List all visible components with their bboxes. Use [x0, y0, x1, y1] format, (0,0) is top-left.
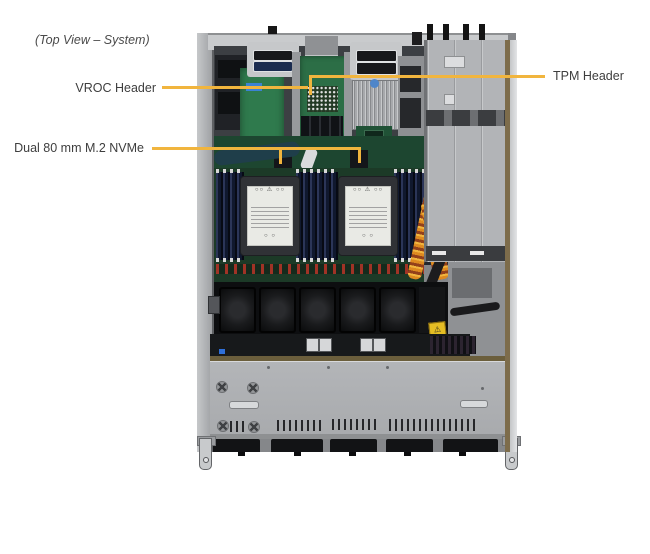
bay-tab: [238, 452, 245, 456]
cpu-cover-text: [251, 207, 289, 229]
dimm-slots: [296, 172, 338, 260]
dimm-latches: [296, 258, 338, 262]
cpu2-cover: ○○ ⚠ ○○ ○ ○: [345, 186, 391, 246]
rear-latch-block: [412, 32, 422, 45]
tpm-callout-line-vertical: [309, 75, 312, 95]
cpu1-socket: ○○ ⚠ ○○ ○ ○: [240, 176, 300, 256]
m2-callout-line: [152, 147, 361, 150]
ear-screw-hole: [509, 457, 515, 463]
rear-black-block: [268, 26, 277, 34]
cpu-cover-marks: ○○ ⚠ ○○: [254, 187, 286, 193]
bay-tab: [459, 452, 466, 456]
bracket-post: [344, 52, 352, 136]
blue-label: [219, 349, 225, 354]
front-edge-strip: [210, 434, 505, 439]
rear-port: [253, 61, 293, 72]
drive-bay: [386, 439, 433, 452]
dimm-latches: [296, 169, 338, 173]
cpu2-socket: ○○ ⚠ ○○ ○ ○: [338, 176, 398, 256]
panel-screw: [248, 421, 260, 433]
vroc-header-pins: [307, 86, 338, 112]
vroc-callout-line: [162, 86, 308, 89]
cpu1-cover: ○○ ⚠ ○○ ○ ○: [247, 186, 293, 246]
dimm-latches: [216, 258, 244, 262]
drive-bay: [271, 439, 323, 452]
cable-cluster: [430, 336, 476, 354]
vent-grille: [230, 421, 246, 432]
panel-screw: [216, 381, 228, 393]
tpm-header-label: TPM Header: [553, 69, 624, 83]
vent-grille: [389, 419, 479, 431]
dimm-slots: [216, 172, 244, 260]
panel-dot: [267, 366, 270, 369]
bracket-post: [292, 52, 301, 136]
cpu-cover-marks: ○○ ⚠ ○○: [352, 187, 384, 193]
rack-ear-left: [199, 438, 212, 470]
bay-tab: [349, 452, 356, 456]
psu-latch-row: [426, 246, 505, 261]
psu-bay: [424, 40, 508, 262]
rear-port: [253, 50, 293, 61]
psu-latch-label: [432, 251, 446, 255]
chassis-right-wall-outer: [510, 40, 517, 452]
psu-label: [444, 56, 465, 68]
rear-io-slot: [218, 92, 246, 114]
backplane-edge: [210, 356, 505, 361]
backplane-connector: [319, 338, 332, 352]
figure-caption: (Top View – System): [35, 33, 150, 47]
m2-nvme-label: Dual 80 mm M.2 NVMe: [14, 141, 144, 155]
vrm-component-row: [216, 264, 424, 274]
cpu-cover-marks: ○ ○: [264, 233, 276, 239]
rear-port: [356, 62, 397, 75]
psu-label: [444, 94, 455, 105]
fan-module: [339, 287, 376, 333]
bay-tab: [294, 452, 301, 456]
rear-right-cutout: [400, 66, 421, 92]
vent-grille: [277, 420, 323, 431]
bay-tab: [404, 452, 411, 456]
dimm-latches: [394, 169, 424, 173]
rear-io-slot: [218, 60, 246, 78]
side-latch: [208, 296, 220, 314]
dimm-latches: [216, 169, 244, 173]
ear-screw-hole: [203, 457, 209, 463]
backplane-connector: [306, 338, 319, 352]
psu-latch-label: [470, 251, 484, 255]
drive-bay: [330, 439, 377, 452]
panel-slot: [460, 400, 488, 408]
chassis-left-wall: [197, 33, 214, 452]
rear-port: [356, 50, 397, 62]
panel-dot: [386, 366, 389, 369]
vent-grille: [332, 419, 378, 430]
fan-module: [219, 287, 256, 333]
cpu-cover-text: [349, 207, 387, 229]
dimm-latches: [394, 258, 424, 262]
fan-module: [379, 287, 416, 333]
backplane-connector: [360, 338, 373, 352]
tpm-callout-line: [309, 75, 545, 78]
panel-dot: [327, 366, 330, 369]
panel-screw: [217, 420, 229, 432]
panel-dot: [481, 387, 484, 390]
m2-callout-line-vertical-1: [279, 147, 282, 164]
right-bay-recess: [452, 268, 492, 298]
chassis-right-wall: [505, 40, 510, 452]
m2-callout-line-vertical-2: [358, 147, 361, 163]
backplane-connector: [373, 338, 386, 352]
drive-bay: [443, 439, 498, 452]
rear-right-cutout: [400, 98, 421, 128]
midplane-cable-band: [210, 334, 470, 356]
cpu-cover-marks: ○ ○: [362, 233, 374, 239]
fan-module: [259, 287, 296, 333]
vroc-header-label: VROC Header: [75, 81, 156, 95]
heatsink-cap: [370, 79, 379, 88]
rear-bracket-top-block: [305, 36, 338, 58]
panel-slot: [229, 401, 259, 409]
panel-screw: [247, 382, 259, 394]
fan-module: [299, 287, 336, 333]
psu-latch-row: [426, 110, 505, 126]
drive-bay: [213, 439, 260, 452]
